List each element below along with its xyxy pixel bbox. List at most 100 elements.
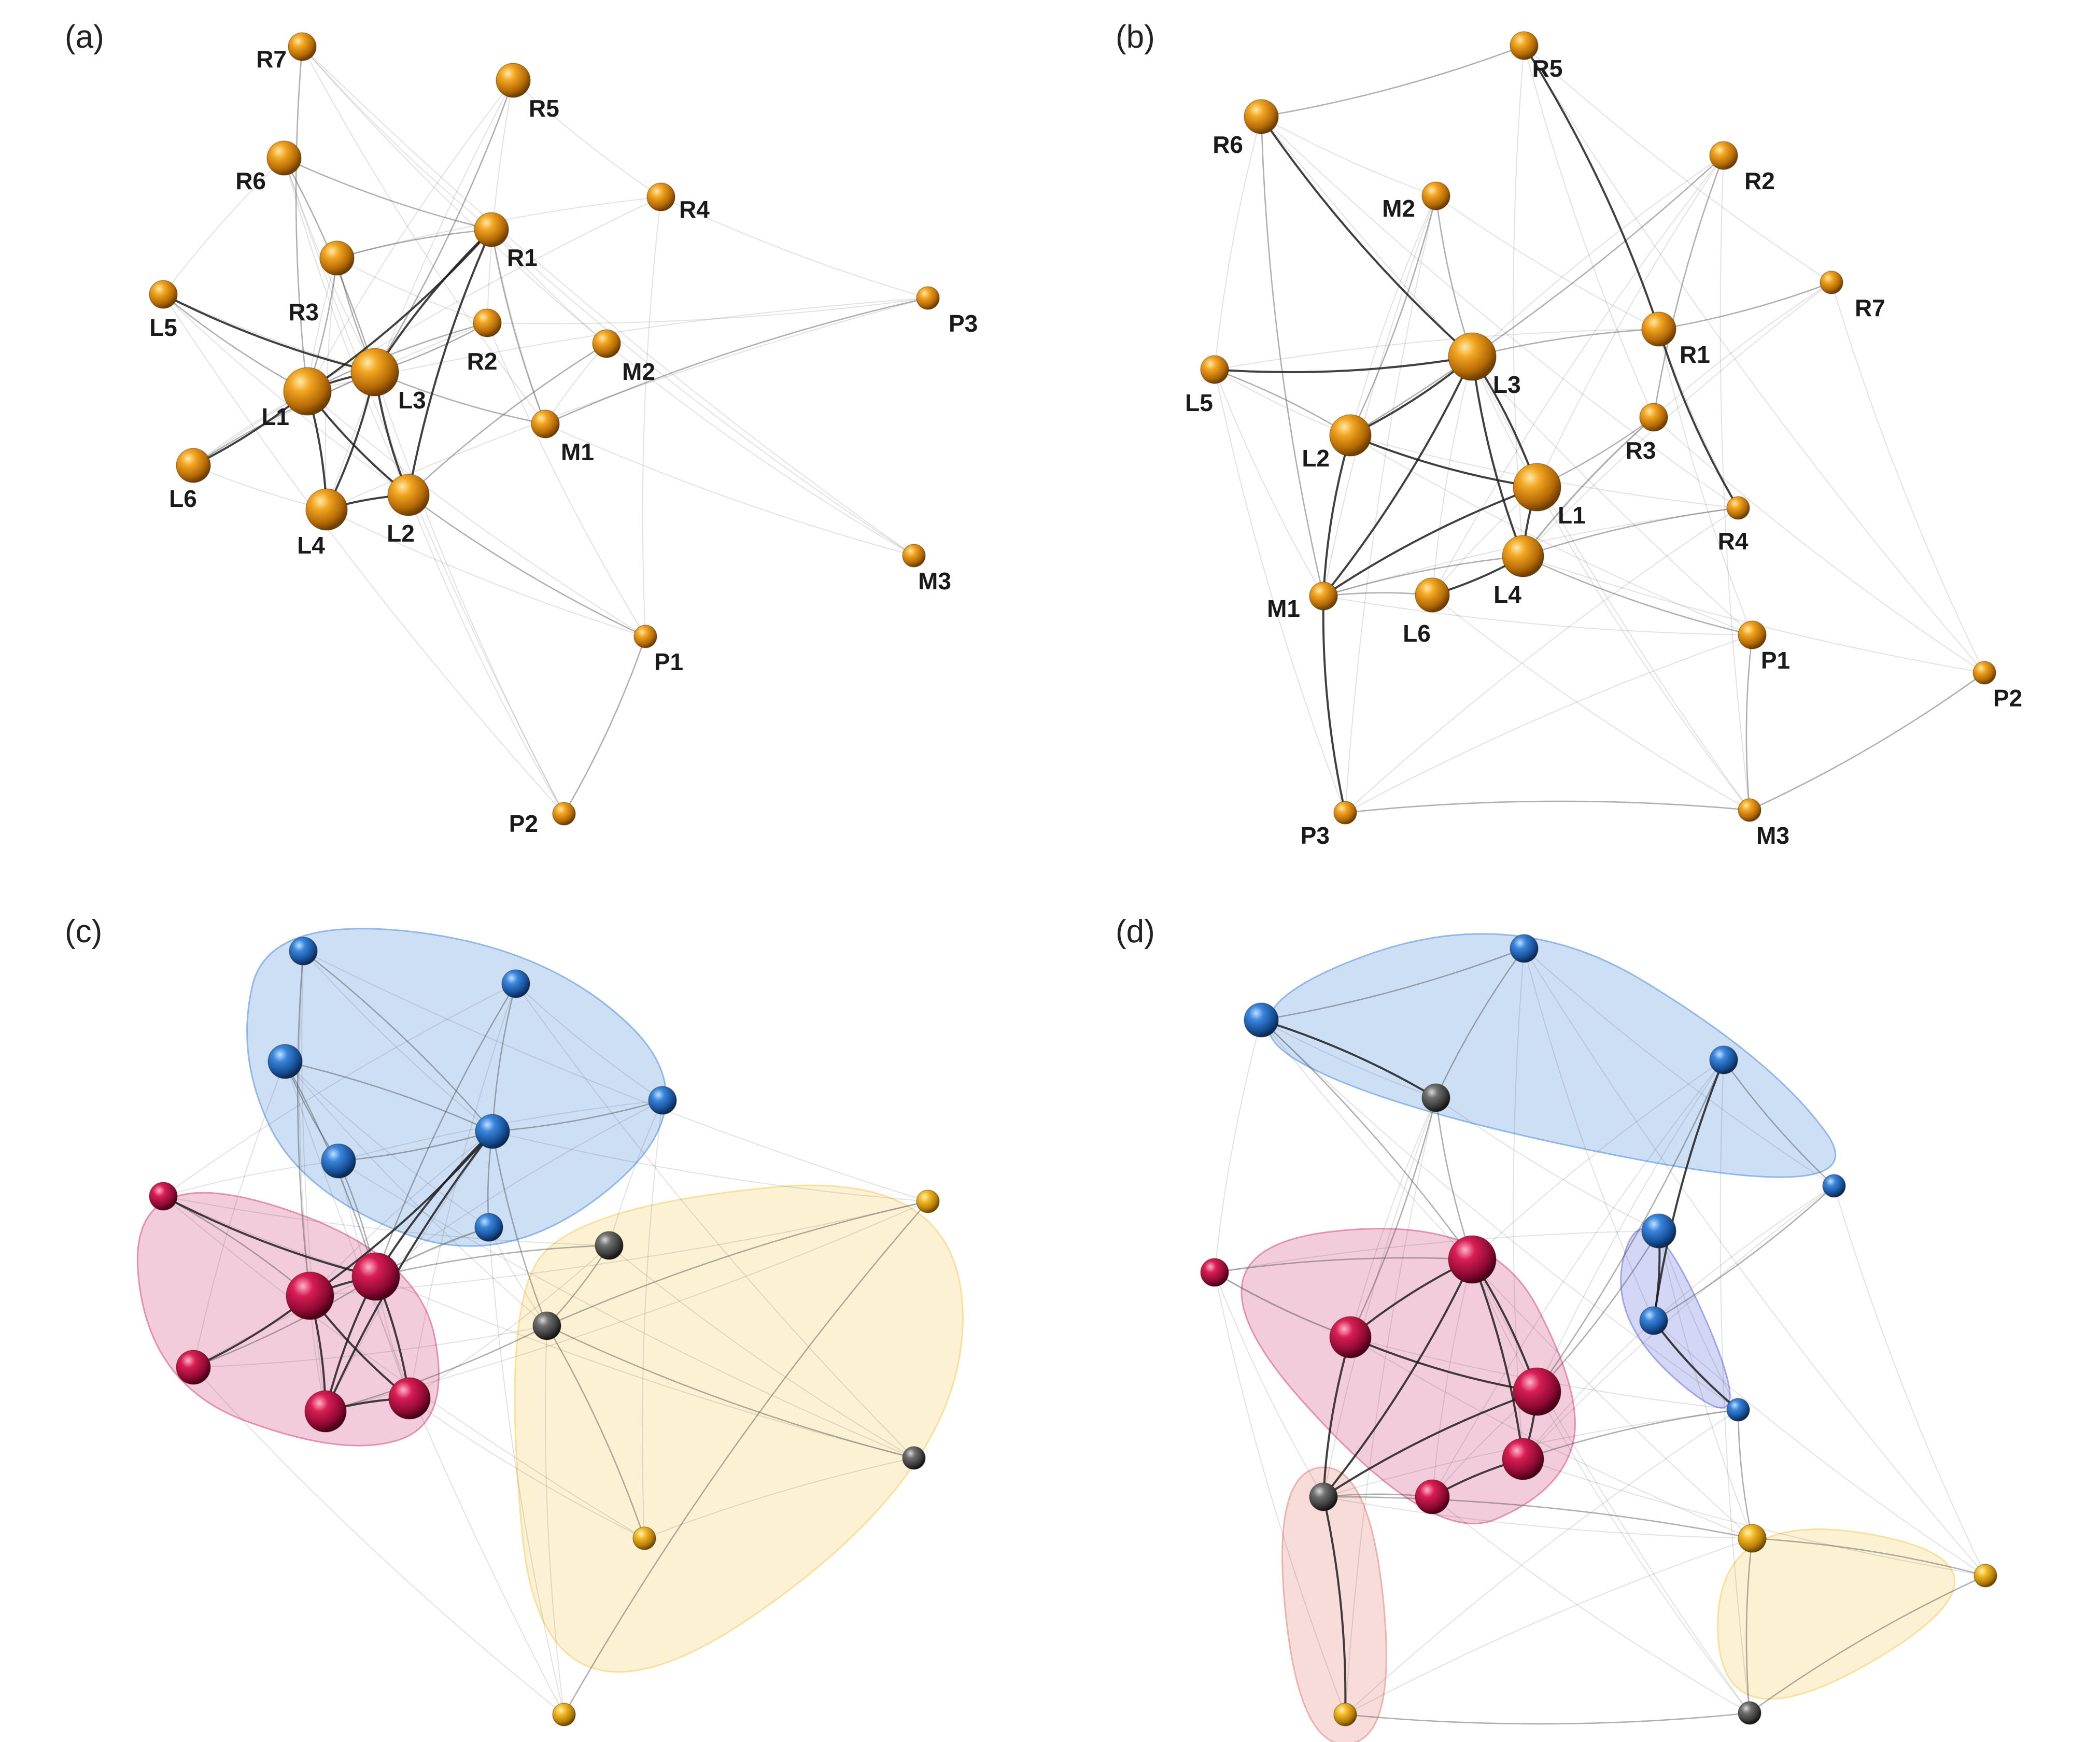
- panel-c-edge-faint: [609, 1245, 914, 1458]
- panel-a-node-L2: L2: [387, 474, 430, 547]
- panel-b-node-P3: P3: [1301, 801, 1357, 849]
- node-sphere: [632, 1526, 656, 1550]
- panel-a-edge-L2-R1: [407, 229, 492, 496]
- panel-b-edge-M3-P2: [1749, 672, 1985, 811]
- panel-c-edge-faint: [193, 1367, 565, 1715]
- node-label: P1: [1761, 647, 1790, 674]
- panel-b-letter: (b): [1116, 19, 1155, 55]
- panel-c-node-c1: [289, 937, 318, 966]
- panel-d-edge-faint: [1350, 1097, 1436, 1338]
- panel-b-edge-R2-L2: [1349, 154, 1725, 436]
- panel-d-edge-faint: [1345, 1409, 1739, 1715]
- panel-b-node-R3: R3: [1626, 403, 1668, 464]
- panel-d-edge-d11-d6: [1536, 1230, 1660, 1393]
- panel-a-edge-faint: [163, 294, 565, 814]
- node-sphere: [552, 1703, 576, 1726]
- panel-b-edge-faint: [1472, 155, 1724, 357]
- node-sphere: [149, 1182, 178, 1211]
- panel-d-node-d9: [1639, 1306, 1668, 1335]
- panel-d-edge-faint: [1345, 1097, 1436, 1715]
- panel-d-edge-faint: [1524, 948, 1986, 1576]
- panel-a-edge-faint: [408, 494, 565, 814]
- panel-a-edge-L2-P1: [407, 494, 646, 638]
- panel-d-edge-faint: [1524, 948, 1835, 1186]
- panel-b-edge-faint: [1537, 155, 1724, 488]
- panel-a-edge-faint: [336, 258, 488, 323]
- panel-c-letter: (c): [65, 914, 102, 950]
- panel-d-node-d18: [1333, 1703, 1357, 1726]
- panel-a-node-M2: M2: [592, 329, 655, 385]
- panel-a-node-P3: P3: [916, 286, 978, 337]
- panel-d-node-d14: [1309, 1482, 1338, 1511]
- panel-c-edge-faint: [375, 1276, 914, 1458]
- node-sphere: [1639, 1306, 1668, 1335]
- panel-c-node-c2: [501, 969, 530, 998]
- panel-a-edge-R1-M1: [490, 229, 546, 425]
- panel-a-node-P2: P2: [509, 802, 576, 837]
- node-sphere: [916, 1189, 940, 1213]
- panel-c-edge-faint: [409, 1398, 645, 1539]
- panel-a-edge-faint: [491, 229, 914, 556]
- node-sphere: [1513, 1367, 1561, 1416]
- panel-d-node-d3: [1709, 1045, 1738, 1074]
- panel-b-edge-faint: [1261, 116, 1739, 508]
- panel-c-edge-c9-c5: [309, 1130, 494, 1297]
- node-sphere: [1738, 1701, 1761, 1725]
- node-sphere: [532, 1311, 561, 1340]
- panel-d-edge-faint: [1432, 1059, 1724, 1497]
- node-sphere: [1244, 1002, 1279, 1038]
- panel-a-edge-L2-M2: [407, 343, 608, 496]
- panel-a-letter: (a): [65, 19, 104, 55]
- node-sphere: [646, 182, 675, 211]
- panel-c-node-c8: [149, 1182, 178, 1211]
- panel-d-edge-d4-d10: [1349, 1097, 1437, 1338]
- panel-b-edge-faint: [1472, 356, 1750, 811]
- panel-b-edge-faint: [1214, 329, 1659, 370]
- panel-a-edge-faint: [163, 294, 409, 495]
- panel-d: (d): [1116, 914, 1997, 1742]
- panel-c-edge-faint: [488, 1227, 547, 1326]
- panel-a-edge-faint: [491, 229, 546, 424]
- panel-a-edge-faint: [326, 509, 646, 637]
- node-sphere: [1502, 535, 1544, 577]
- panel-d-node-d8: [1200, 1258, 1229, 1287]
- panel-c-node-c11: [176, 1350, 211, 1385]
- node-sphere: [1738, 620, 1767, 649]
- node-sphere: [473, 308, 502, 337]
- panel-b-edge-faint: [1261, 116, 1753, 635]
- node-sphere: [388, 1377, 431, 1420]
- panel-d-edge-d5-d9: [1653, 1185, 1835, 1322]
- panel-c-edge-faint: [193, 1325, 547, 1368]
- panel-a-node-R6: R6: [235, 140, 302, 194]
- panel-c-edge-c3-c5: [284, 1060, 494, 1132]
- panel-b-node-L6: L6: [1403, 577, 1450, 647]
- panel-c-node-c4: [648, 1086, 677, 1115]
- panel-c-edge-faint: [163, 1196, 645, 1539]
- node-label: P2: [509, 810, 538, 837]
- panel-d-violet-community: [1620, 1228, 1731, 1409]
- panel-d-edge-d7-d14: [1322, 1258, 1473, 1498]
- panel-b-edge-L3-M1: [1322, 356, 1473, 597]
- node-label: R4: [679, 196, 710, 223]
- node-label: R1: [507, 244, 538, 271]
- panel-a-node-M1: M1: [531, 409, 594, 465]
- panel-a-edge-R7-L1: [295, 46, 308, 392]
- panel-d-node-d4: [1421, 1083, 1450, 1112]
- panel-d-edge-faint: [1524, 948, 1654, 1321]
- panel-d-edge-d1-d4: [1435, 947, 1525, 1099]
- node-sphere: [289, 937, 318, 966]
- panel-c-edge-faint: [193, 1227, 489, 1368]
- panel-b-node-R1: R1: [1641, 311, 1710, 368]
- panel-d-node-d15: [1415, 1479, 1450, 1514]
- panel-b-edge-faint: [1523, 417, 1654, 557]
- panel-d-edge-faint: [1261, 1019, 1739, 1410]
- panel-b-edge-faint: [1435, 195, 1659, 330]
- panel-a-edge-faint: [487, 80, 514, 323]
- node-sphere: [1200, 1258, 1229, 1287]
- panel-a-edge-faint: [660, 196, 928, 299]
- panel-d-node-d12: [1726, 1398, 1750, 1422]
- node-label: R3: [288, 299, 319, 325]
